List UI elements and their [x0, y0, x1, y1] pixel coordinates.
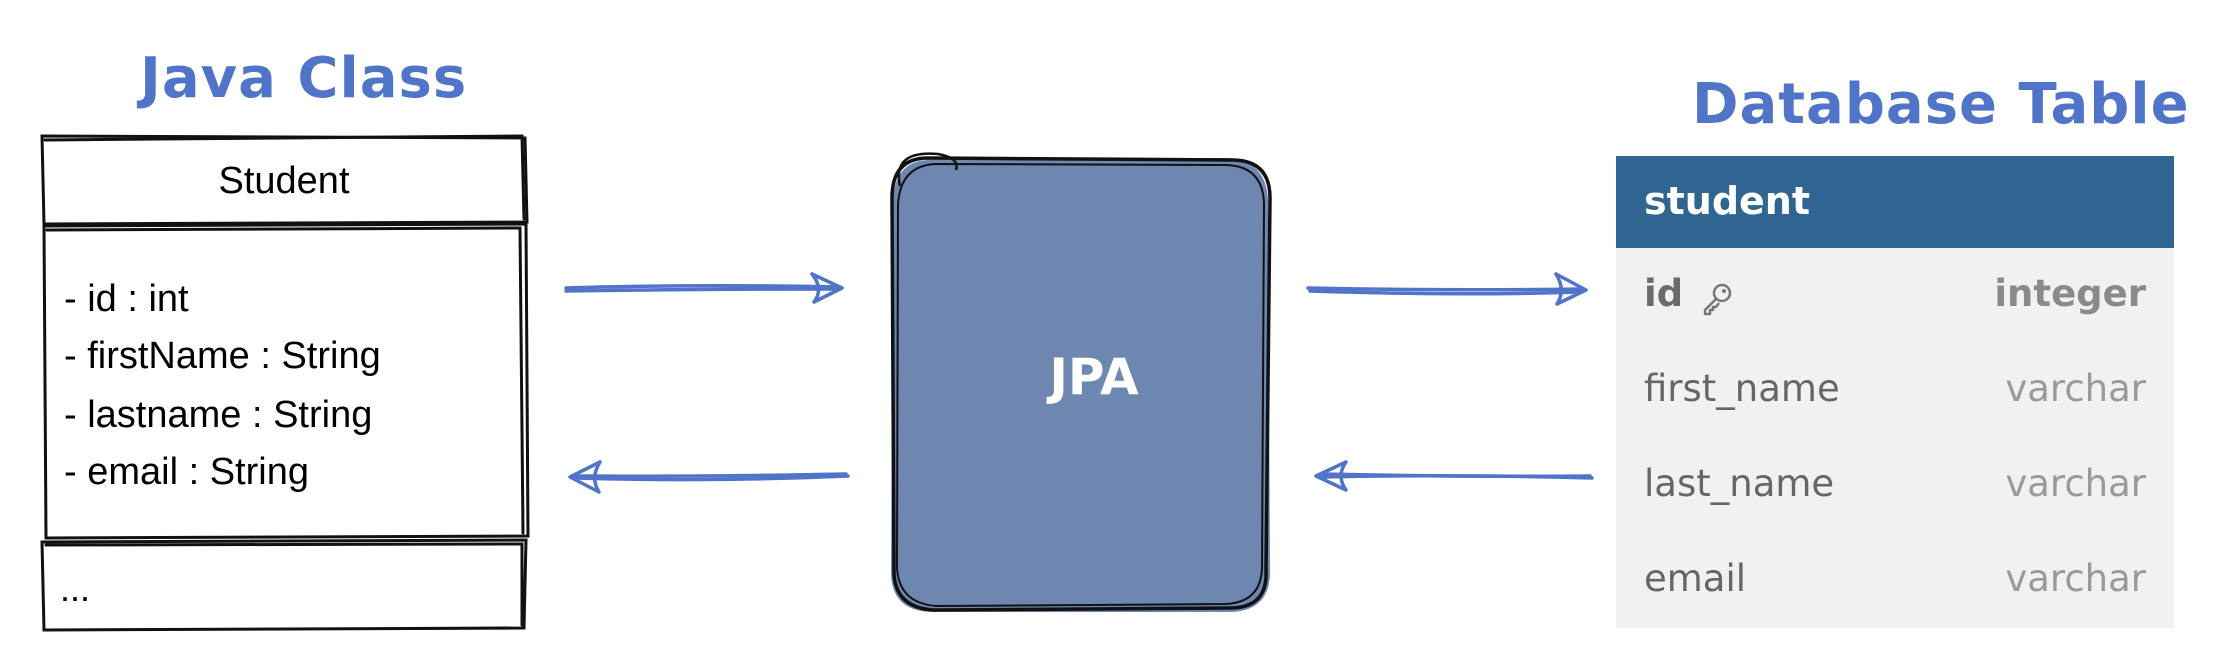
- arrow-jpa-to-class: [568, 460, 850, 494]
- uml-attribute: - email : String: [64, 451, 309, 493]
- column-name: last_name: [1644, 462, 1835, 505]
- uml-attribute: - id : int: [64, 278, 189, 320]
- uml-class-box: [40, 134, 530, 632]
- arrow-class-to-jpa: [564, 272, 844, 304]
- table-row: email varchar: [1616, 533, 2174, 628]
- uml-attribute: - firstName : String: [64, 335, 381, 377]
- jpa-label: JPA: [1049, 348, 1139, 406]
- database-table: student id integer first_name varchar la…: [1616, 156, 2174, 628]
- column-type: varchar: [2005, 462, 2146, 505]
- java-class-heading: Java Class: [140, 46, 468, 111]
- jpa-box: [890, 152, 1272, 612]
- column-type: integer: [1994, 272, 2146, 315]
- column-type: varchar: [2005, 557, 2146, 600]
- table-row: id integer: [1616, 248, 2174, 343]
- column-name: email: [1644, 557, 1747, 600]
- database-table-heading: Database Table: [1692, 72, 2190, 137]
- arrow-jpa-to-table: [1306, 272, 1588, 306]
- uml-attribute: - lastname : String: [64, 394, 373, 436]
- table-row: last_name varchar: [1616, 438, 2174, 533]
- arrow-table-to-jpa: [1314, 460, 1594, 492]
- column-type: varchar: [2005, 367, 2146, 410]
- column-name: first_name: [1644, 367, 1840, 410]
- uml-methods: ...: [60, 568, 91, 609]
- table-name: student: [1616, 156, 2174, 248]
- table-row: first_name varchar: [1616, 343, 2174, 438]
- uml-class-name: Student: [218, 160, 350, 202]
- column-name: id: [1644, 272, 1684, 315]
- key-icon: [1703, 283, 1732, 316]
